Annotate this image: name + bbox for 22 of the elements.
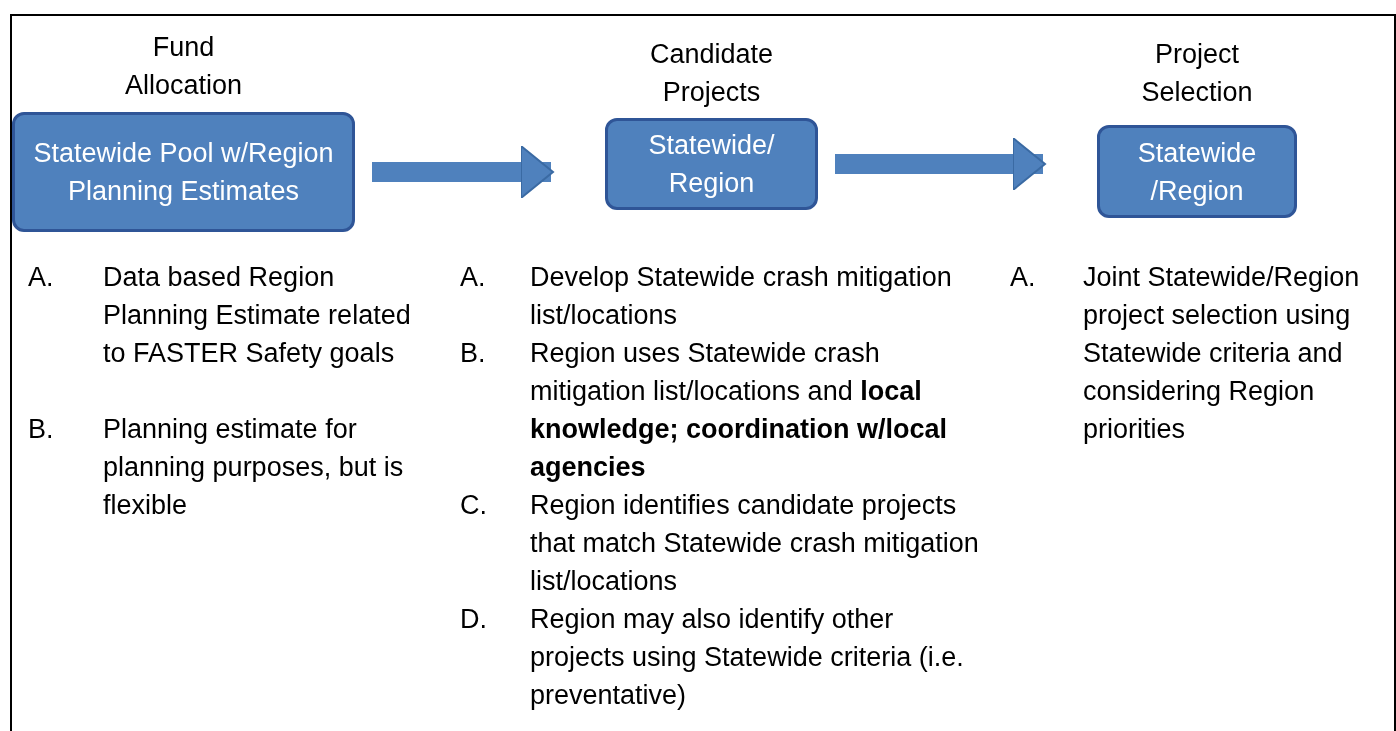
process-box: Statewide/ Region xyxy=(605,118,818,210)
list-marker: A. xyxy=(460,261,487,294)
list-item-text: Planning estimate for planning purposes, but is flexible xyxy=(103,413,405,522)
stage-heading: Fund Allocation xyxy=(123,31,244,102)
list-marker: D. xyxy=(460,603,488,636)
process-box: Statewide Pool w/Region Planning Estimates xyxy=(12,112,355,232)
list-marker: B. xyxy=(460,337,487,370)
list-item-text: Develop Statewide crash mitigation list/locations xyxy=(530,261,953,332)
list-item-text: Joint Statewide/Region project selection using Statewide criteria and considering Region priorities xyxy=(1083,261,1361,446)
list-marker: B. xyxy=(28,413,55,446)
stage-heading: Project Selection xyxy=(1140,38,1254,109)
list-marker: C. xyxy=(460,489,488,522)
list-marker: A. xyxy=(1010,261,1037,294)
list-item-text: Region uses Statewide crash mitigation list/locations and local knowledge; coordination w/local agencies xyxy=(530,337,949,484)
list-item-text: Region may also identify other projects using Statewide criteria (i.e. preventative) xyxy=(530,603,965,712)
block-arrow xyxy=(835,137,1046,191)
list-marker: A. xyxy=(28,261,55,294)
list-item-text: Data based Region Planning Estimate related to FASTER Safety goals xyxy=(103,261,412,370)
stage-heading: Candidate Projects xyxy=(648,38,775,109)
list-item-text: Region identifies candidate projects that match Statewide crash mitigation list/locations xyxy=(530,489,980,598)
process-box: Statewide /Region xyxy=(1097,125,1297,218)
block-arrow xyxy=(372,145,554,199)
